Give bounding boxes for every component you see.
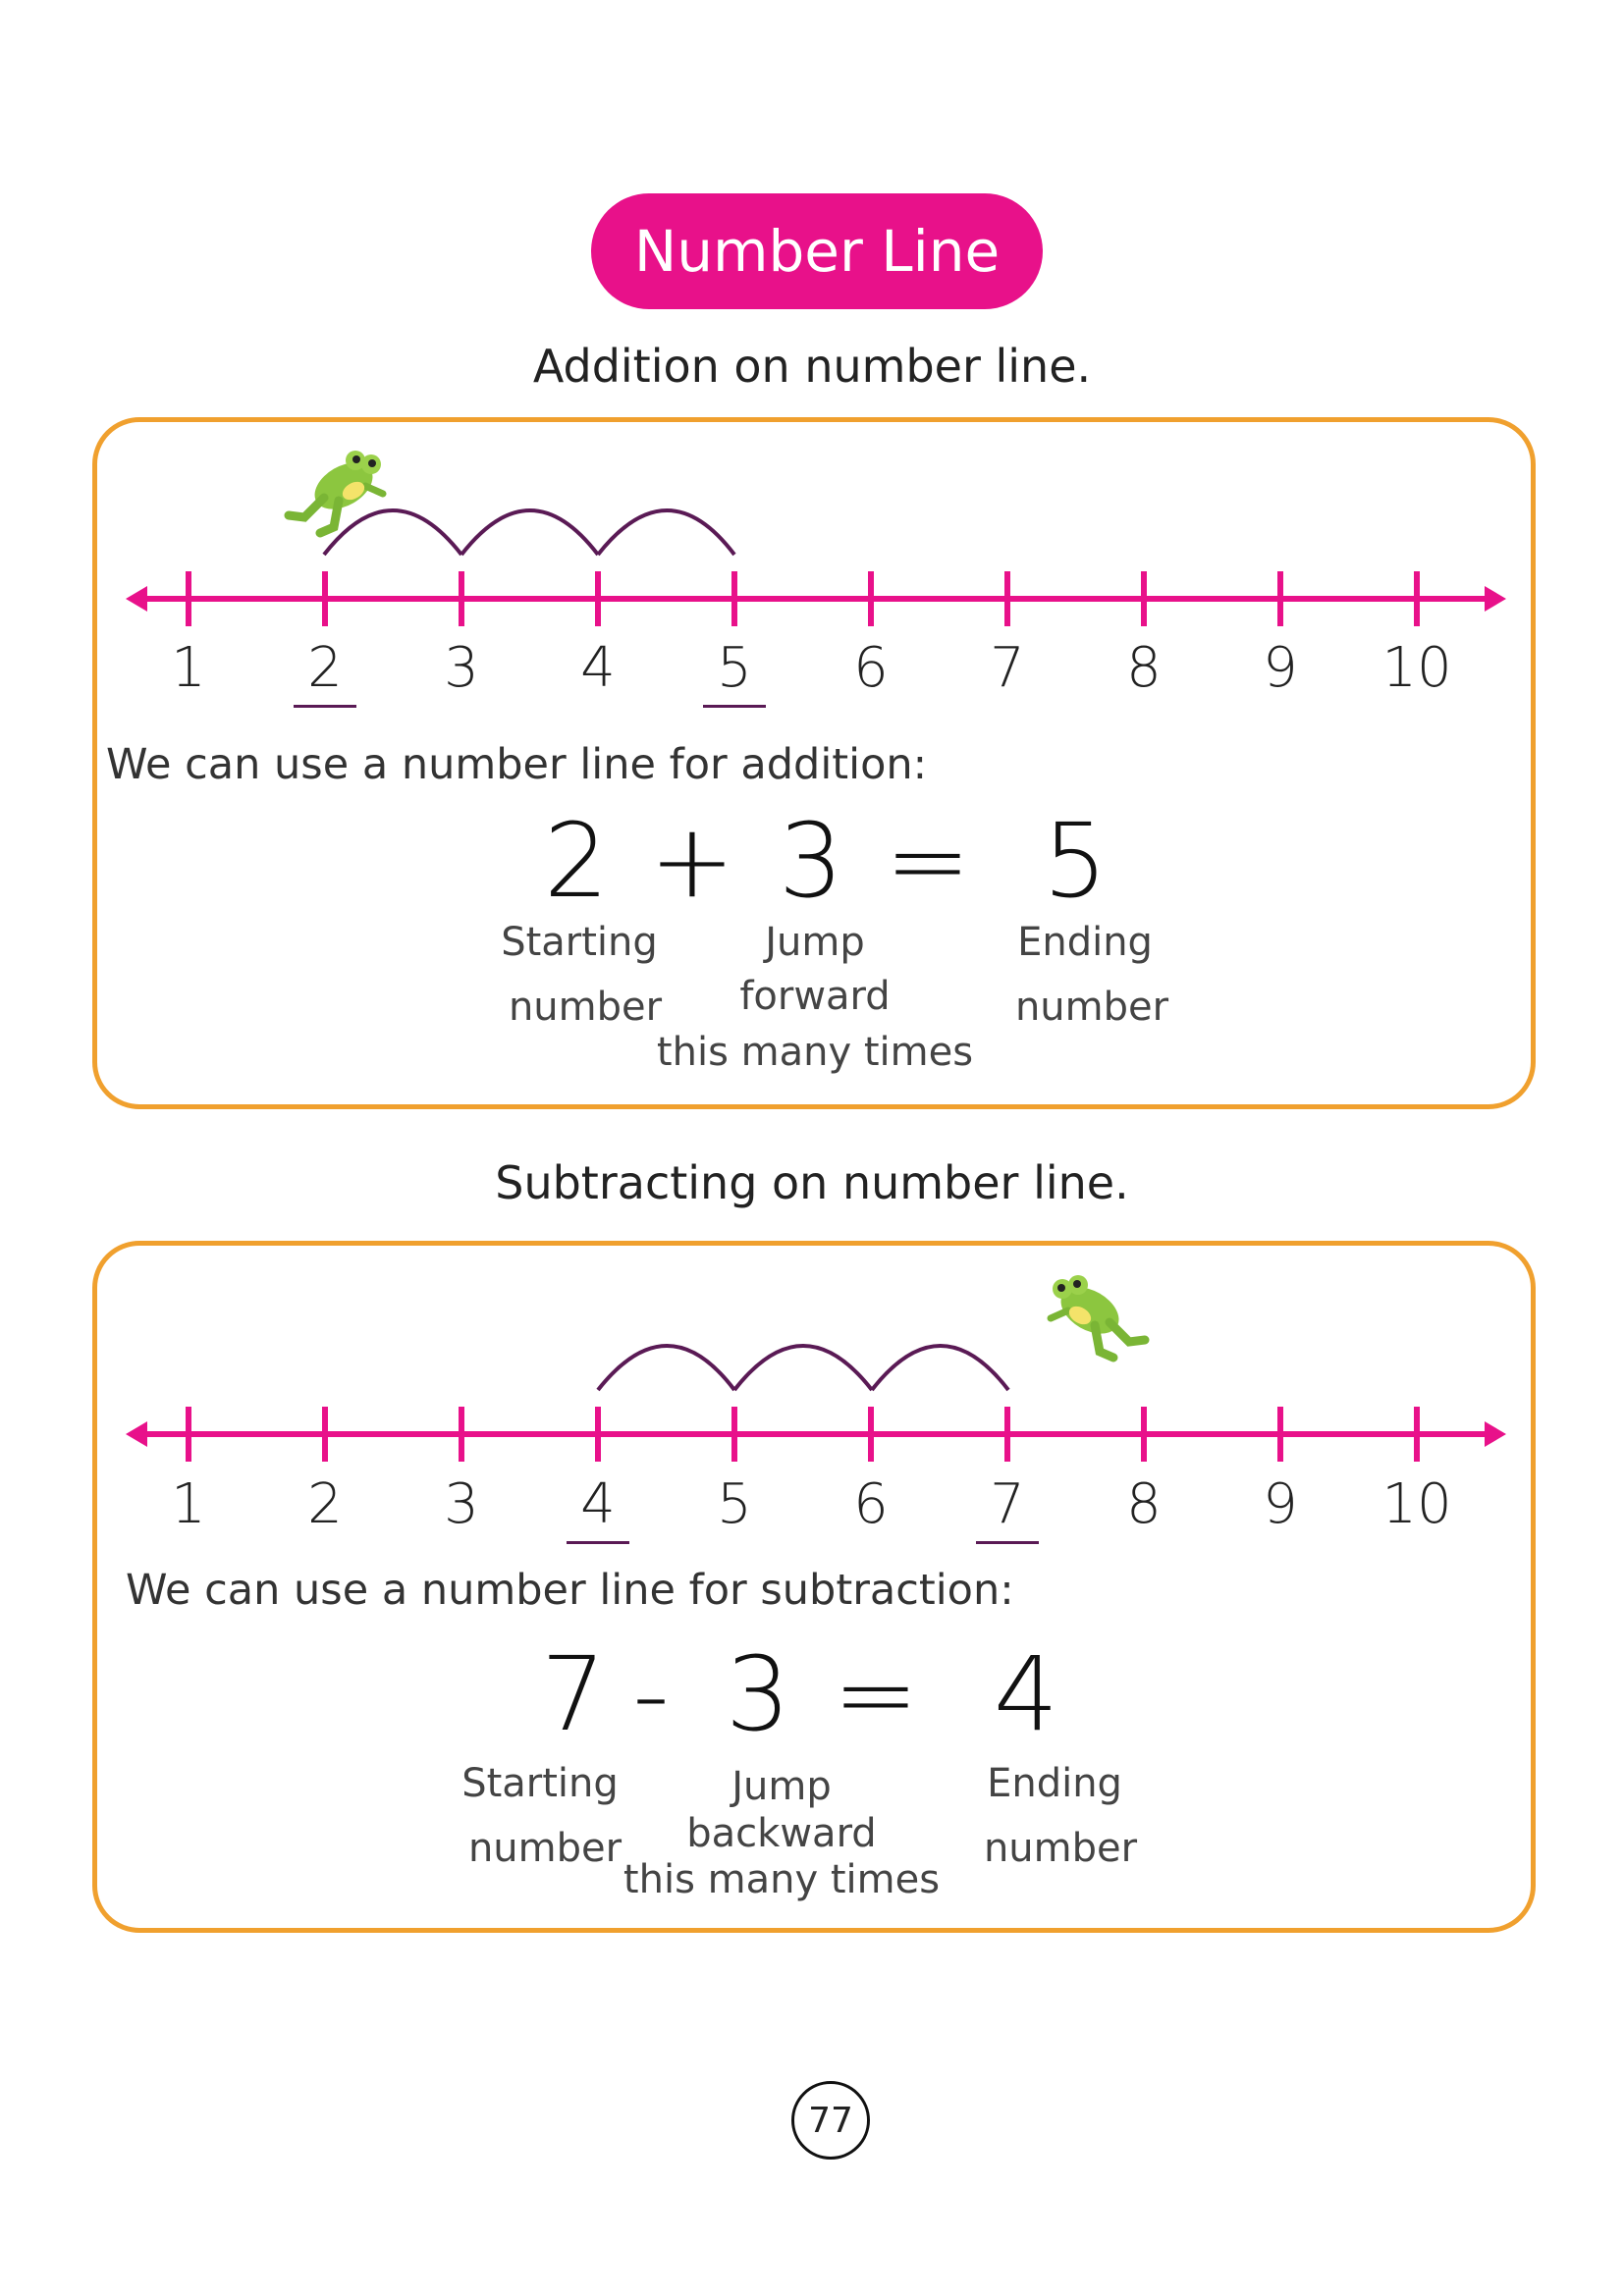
subtraction-eq-op: - — [632, 1634, 670, 1754]
right-arrow — [1485, 586, 1506, 612]
right-arrow — [1485, 1421, 1506, 1447]
tick-label: 1 — [171, 636, 206, 700]
tick-label: 3 — [444, 1472, 479, 1536]
page-title: Number Line — [591, 193, 1043, 309]
tick-label: 2 — [307, 1472, 343, 1536]
addition-caption-times: this many times — [656, 1030, 974, 1075]
addition-eq-equals: = — [885, 801, 971, 921]
subtraction-eq-a: 7 — [540, 1634, 607, 1754]
left-arrow — [126, 586, 147, 612]
addition-caption-forward: forward — [739, 974, 891, 1019]
tick-label: 6 — [853, 636, 889, 700]
addition-caption-jump: Jump — [765, 920, 865, 965]
addition-eq-result: 5 — [1042, 801, 1109, 921]
subtraction-heading: Subtracting on number line. — [495, 1156, 1129, 1209]
frog-icon — [1047, 1275, 1150, 1362]
tick-label: 4 — [580, 636, 616, 700]
page-number: 77 — [791, 2081, 870, 2160]
subtraction-caption-times: this many times — [623, 1857, 941, 1902]
subtraction-eq-result: 4 — [993, 1634, 1059, 1754]
jump-arc-1 — [596, 1344, 736, 1392]
number-underline — [294, 705, 356, 708]
addition-eq-b: 3 — [778, 801, 844, 921]
subtraction-caption-end-number: number — [983, 1826, 1138, 1871]
jump-arc-2 — [732, 1344, 874, 1392]
addition-caption-number: number — [508, 985, 663, 1030]
tick-label: 7 — [990, 636, 1025, 700]
tick-label: 4 — [580, 1472, 616, 1536]
frog-icon — [284, 451, 387, 538]
addition-box — [92, 417, 1536, 1109]
subtraction-caption-jump: Jump — [731, 1764, 832, 1809]
number-underline — [703, 705, 766, 708]
number-underline — [567, 1541, 629, 1544]
subtraction-caption-number: number — [467, 1826, 623, 1871]
subtraction-caption-backward: backward — [686, 1811, 877, 1856]
subtraction-caption-starting: Starting — [461, 1761, 619, 1806]
tick-label: 10 — [1381, 636, 1452, 700]
tick-label: 5 — [717, 636, 752, 700]
tick-label: 2 — [307, 636, 343, 700]
tick-label: 7 — [990, 1472, 1025, 1536]
jump-arc-3 — [870, 1344, 1010, 1392]
tick-label: 8 — [1126, 636, 1162, 700]
tick-marks — [186, 571, 1420, 626]
addition-eq-op: + — [649, 801, 735, 921]
subtraction-eq-b: 3 — [725, 1634, 791, 1754]
jump-arc-1 — [322, 508, 463, 557]
jump-arc-3 — [596, 508, 736, 557]
addition-eq-a: 2 — [543, 801, 610, 921]
addition-intro: We can use a number line for addition: — [106, 740, 928, 789]
tick-label: 5 — [717, 1472, 752, 1536]
addition-caption-end-number: number — [1014, 985, 1169, 1030]
tick-marks — [186, 1407, 1420, 1462]
tick-label: 8 — [1126, 1472, 1162, 1536]
tick-label: 3 — [444, 636, 479, 700]
left-arrow — [126, 1421, 147, 1447]
addition-caption-ending: Ending — [1017, 920, 1153, 965]
jump-arc-2 — [460, 508, 600, 557]
tick-label: 10 — [1381, 1472, 1452, 1536]
number-underline — [976, 1541, 1039, 1544]
addition-heading: Addition on number line. — [532, 340, 1092, 393]
tick-label: 6 — [853, 1472, 889, 1536]
tick-label: 1 — [171, 1472, 206, 1536]
subtraction-caption-ending: Ending — [987, 1761, 1122, 1806]
tick-label: 9 — [1263, 1472, 1298, 1536]
subtraction-eq-equals: = — [833, 1634, 919, 1754]
addition-caption-starting: Starting — [501, 920, 658, 965]
subtraction-intro: We can use a number line for subtraction… — [126, 1566, 1014, 1615]
subtraction-box — [92, 1241, 1536, 1933]
tick-label: 9 — [1263, 636, 1298, 700]
